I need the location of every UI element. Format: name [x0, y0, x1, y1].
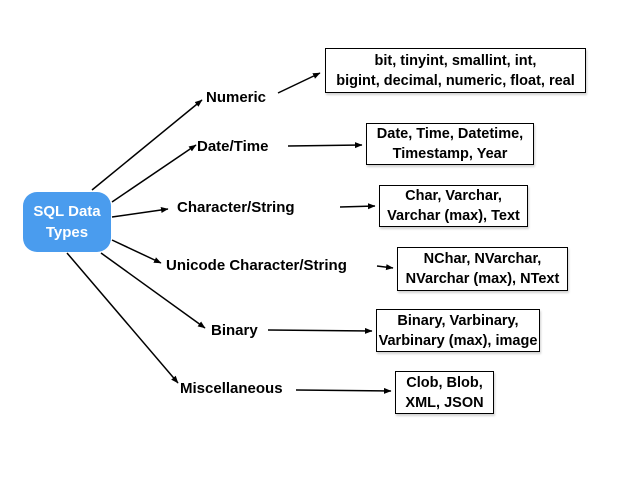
root-node-label-line1: SQL Data — [33, 203, 101, 220]
arrow-datetime-to-box — [287, 142, 363, 149]
arrow-root-to-numeric — [91, 99, 203, 191]
type-box-datetime-line2: Timestamp, Year — [392, 146, 508, 162]
branch-label-unicode: Unicode Character/String — [166, 257, 347, 274]
type-box-unicode-line1: NChar, NVarchar, — [423, 251, 542, 267]
arrow-miscellaneous-to-box — [295, 387, 392, 394]
type-box-charstring-line2: Varchar (max), Text — [387, 208, 520, 224]
branch-label-binary: Binary — [211, 322, 258, 339]
root-node: SQL Data Types — [23, 192, 111, 252]
arrow-numeric-to-box — [277, 72, 321, 94]
type-box-miscellaneous-line1: Clob, Blob, — [406, 374, 483, 391]
arrow-binary-to-box — [267, 327, 373, 334]
type-box-unicode: NChar, NVarchar, NVarchar (max), NText — [397, 247, 568, 291]
type-box-numeric-line1: bit, tinyint, smallint, int, — [374, 52, 537, 69]
type-box-binary-line2: Varbinary (max), image — [378, 332, 538, 349]
type-box-numeric: bit, tinyint, smallint, int, bigint, dec… — [325, 48, 586, 93]
type-box-charstring-line1: Char, Varchar, — [405, 188, 502, 204]
arrow-root-to-miscellaneous — [66, 252, 179, 384]
type-box-charstring: Char, Varchar, Varchar (max), Text — [379, 185, 528, 227]
type-box-unicode-line2: NVarchar (max), NText — [405, 271, 560, 287]
type-box-datetime: Date, Time, Datetime, Timestamp, Year — [366, 123, 534, 165]
type-box-numeric-line2: bigint, decimal, numeric, float, real — [336, 72, 575, 89]
type-box-miscellaneous-line2: XML, JSON — [405, 394, 484, 411]
branch-label-miscellaneous: Miscellaneous — [180, 380, 283, 397]
type-box-miscellaneous: Clob, Blob, XML, JSON — [395, 371, 494, 414]
arrow-unicode-to-box — [376, 264, 394, 271]
arrow-root-to-datetime — [111, 144, 197, 203]
branch-label-datetime: Date/Time — [197, 138, 269, 155]
type-box-binary: Binary, Varbinary, Varbinary (max), imag… — [376, 309, 540, 352]
arrow-root-to-charstring — [111, 207, 169, 218]
branch-label-charstring: Character/String — [177, 199, 295, 216]
type-box-datetime-line1: Date, Time, Datetime, — [376, 126, 524, 142]
arrow-charstring-to-box — [339, 203, 376, 210]
type-box-binary-line1: Binary, Varbinary, — [397, 312, 519, 329]
root-node-label-line2: Types — [45, 224, 89, 241]
arrow-root-to-unicode — [111, 239, 162, 264]
branch-label-numeric: Numeric — [206, 89, 267, 106]
